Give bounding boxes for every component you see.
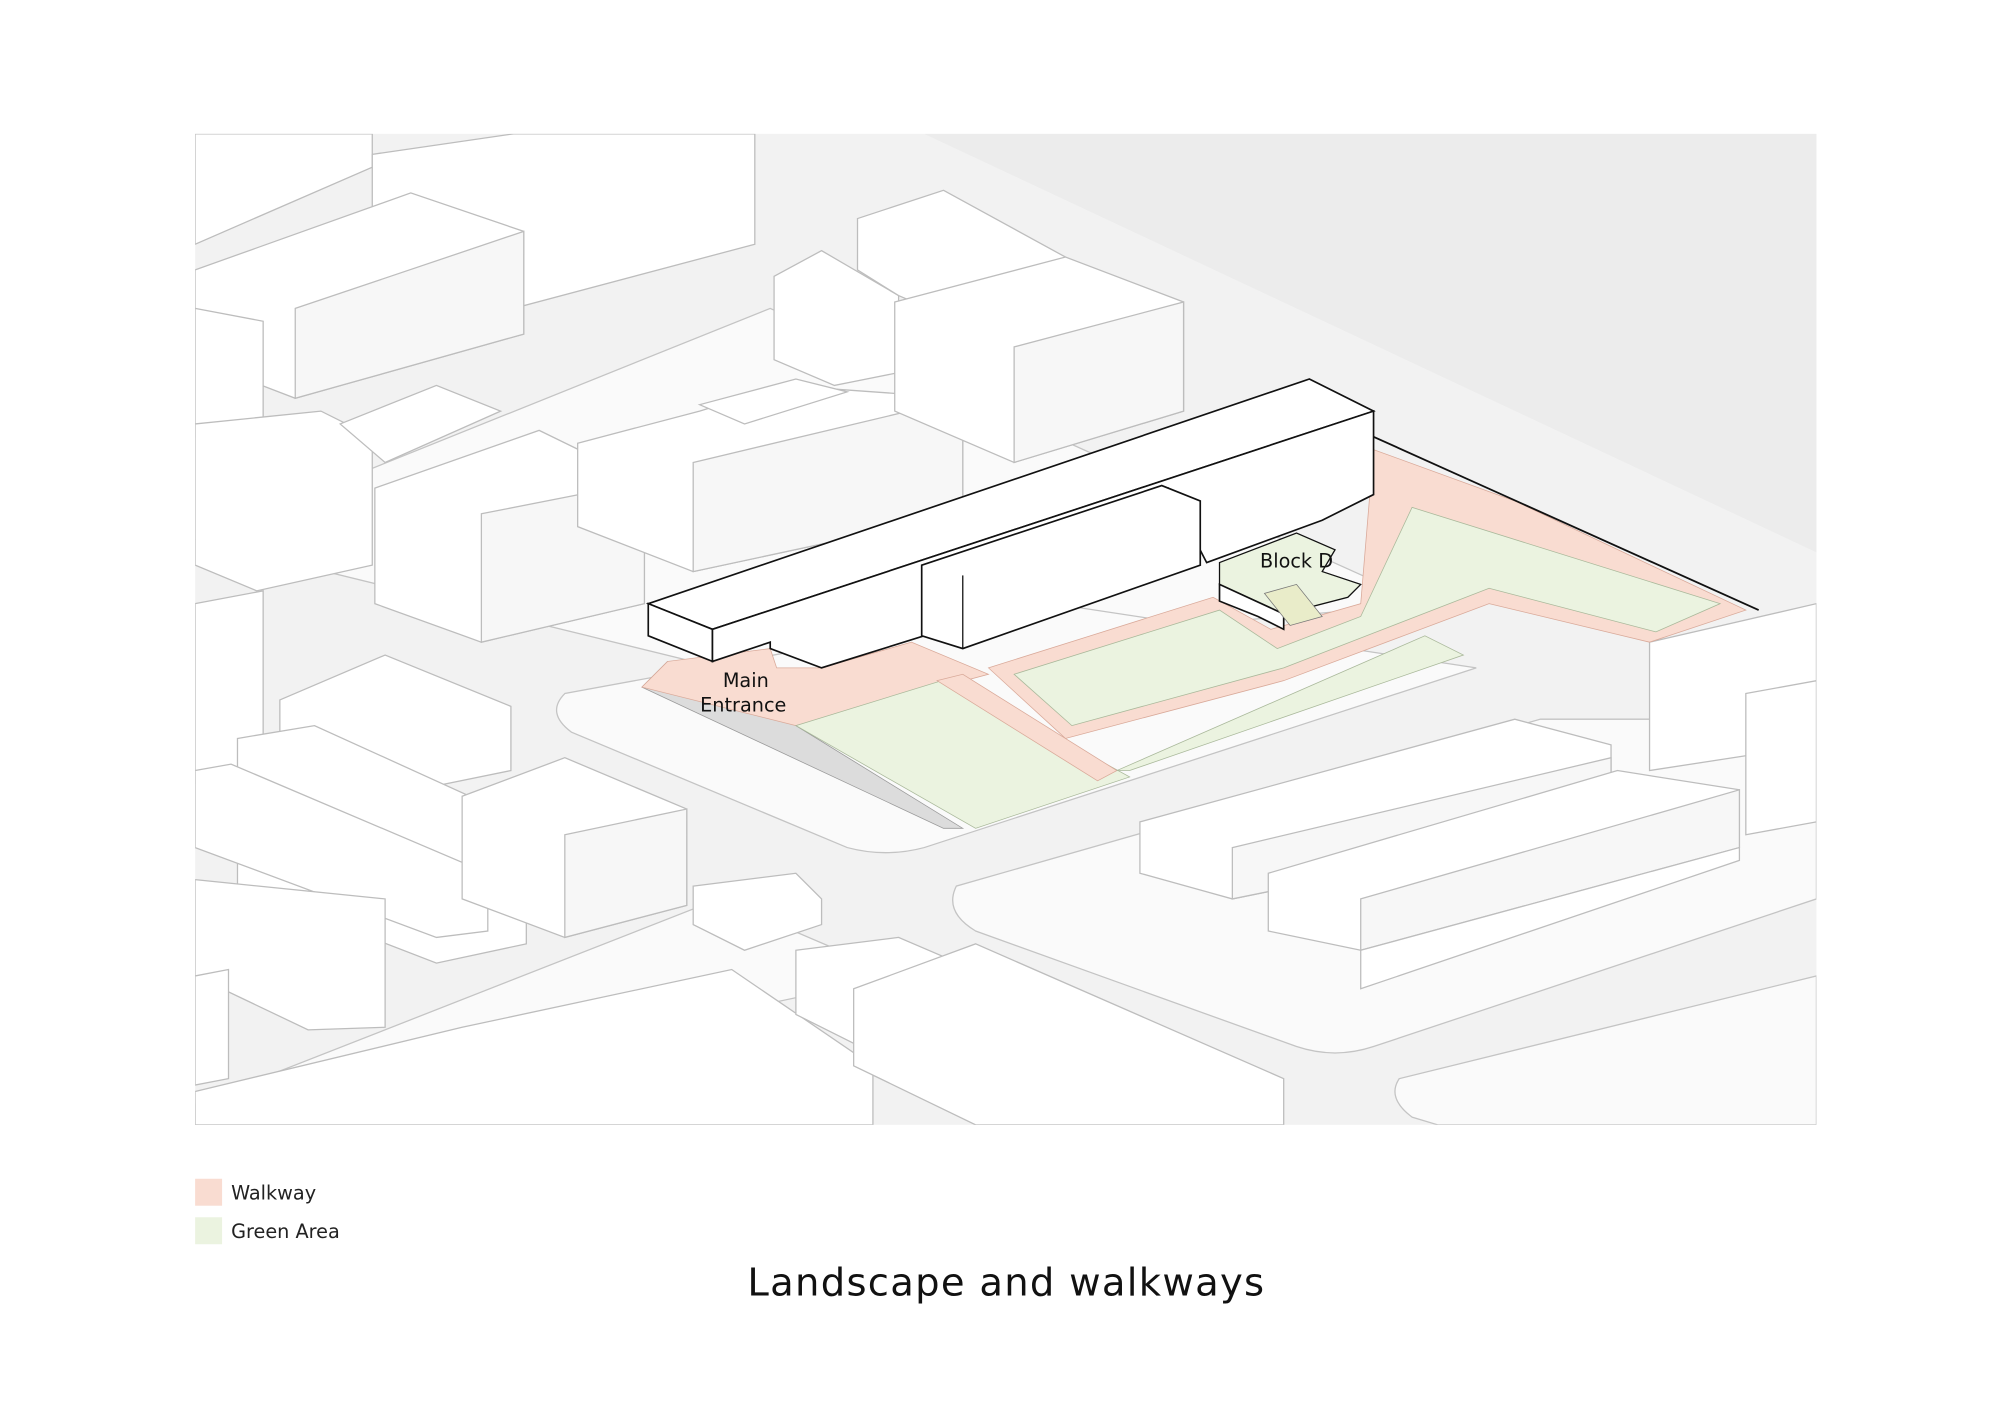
site-boundary-line	[1373, 435, 1760, 611]
diagram-title: Landscape and walkways	[747, 1261, 1265, 1306]
block-d-wall	[1218, 583, 1285, 631]
block-d-stairs	[1263, 583, 1323, 626]
legend-swatch-walkway	[195, 1178, 223, 1206]
city-block-plate-corner	[1394, 975, 1817, 1125]
green-area-strip	[1116, 635, 1465, 771]
green-area-slope	[794, 677, 1131, 829]
main-entrance-label: Main	[723, 669, 769, 692]
main-entrance-label-2: Entrance	[700, 693, 786, 716]
legend-swatch-green-area	[195, 1217, 223, 1245]
legend-label-walkway: Walkway	[231, 1181, 316, 1204]
block-d-label: Block D	[1260, 550, 1333, 573]
legend: Walkway Green Area	[195, 1178, 340, 1245]
main-building	[645, 378, 1376, 669]
legend-label-green-area: Green Area	[231, 1220, 340, 1243]
green-area-courtyard	[1013, 506, 1722, 727]
